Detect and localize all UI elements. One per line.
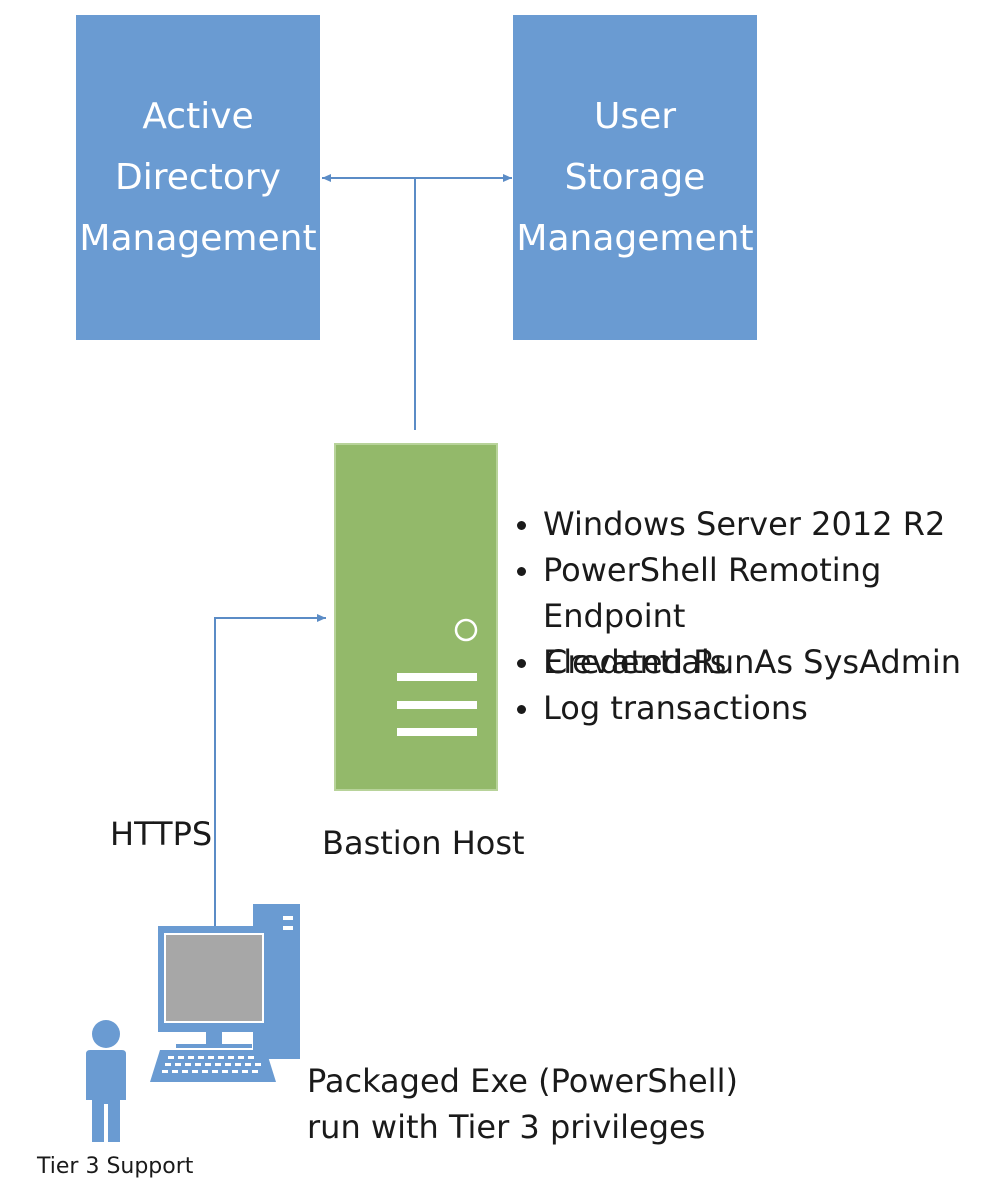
workstation-description-line-1: Packaged Exe (PowerShell) [307, 1062, 738, 1100]
tier3-support-label: Tier 3 Support [37, 1154, 194, 1179]
feature-item: PowerShell Remoting Endpoint [513, 547, 985, 639]
storage-label-line-2: Storage [564, 157, 706, 198]
storage-label-line-1: User [593, 96, 677, 137]
feature-item: Log transactions [513, 685, 808, 731]
feature-item-continuation: Credentials [545, 643, 727, 681]
ad-label-line-2: Directory [115, 157, 281, 198]
person-icon [86, 1020, 126, 1142]
bastion-feature-list: Windows Server 2012 R2 PowerShell Remoti… [513, 501, 985, 685]
bastion-feature-list-cont: Log transactions [513, 685, 808, 731]
https-label: HTTPS [110, 815, 213, 853]
bastion-host-label: Bastion Host [322, 824, 525, 862]
storage-label-line-3: Management [516, 218, 754, 259]
user-storage-management-box: User Storage Management [513, 15, 757, 340]
ad-label-line-3: Management [79, 218, 317, 259]
workstation-icon [150, 904, 300, 1082]
active-directory-management-box: Active Directory Management [76, 15, 320, 340]
ad-label-line-1: Active [142, 96, 254, 137]
bastion-server-icon [334, 443, 498, 791]
feature-item: Windows Server 2012 R2 [513, 501, 985, 547]
https-connector [214, 614, 326, 930]
feature-item: Elevated RunAs SysAdmin [513, 639, 985, 685]
workstation-description: Packaged Exe (PowerShell) run with Tier … [307, 1058, 738, 1150]
workstation-description-line-2: run with Tier 3 privileges [307, 1108, 706, 1146]
